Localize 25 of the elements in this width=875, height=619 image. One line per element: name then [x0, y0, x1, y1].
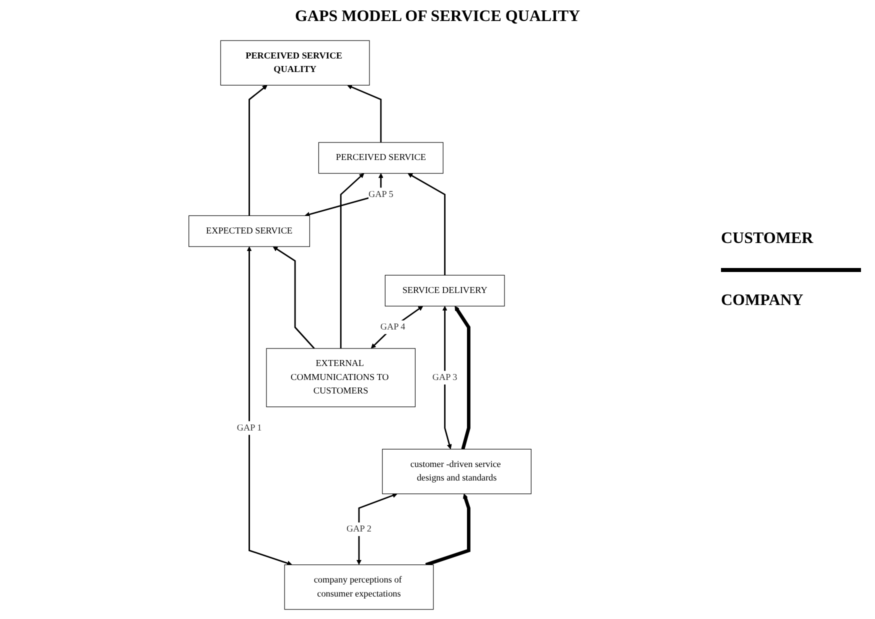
edge-label: GAP 1: [236, 422, 262, 433]
arrow: [248, 84, 268, 216]
diagram-title: GAPS MODEL OF SERVICE QUALITY: [294, 8, 582, 26]
node-box: customer -driven service designs and standards: [382, 448, 532, 494]
edge-label: GAP 3: [432, 372, 458, 382]
arrow: [454, 306, 470, 450]
side-label: COMPANY: [721, 292, 804, 310]
node-box: PERCEIVED SERVICE QUALITY: [220, 40, 370, 86]
node-box: EXPECTED SERVICE: [188, 215, 310, 247]
arrow: [246, 246, 292, 566]
node-box: PERCEIVED SERVICE: [318, 142, 444, 174]
arrow: [425, 494, 470, 566]
arrow: [370, 306, 424, 349]
arrow: [272, 246, 315, 349]
arrow: [442, 306, 452, 450]
arrow: [347, 84, 382, 142]
edge-label: GAP 4: [380, 322, 406, 332]
node-box: EXTERNAL COMMUNICATIONS TO CUSTOMERS: [266, 348, 416, 408]
side-label: CUSTOMER: [721, 230, 814, 248]
arrow: [408, 173, 446, 276]
arrow: [340, 173, 364, 348]
node-box: company perceptions of consumer expectations: [284, 564, 434, 610]
edge-label: GAP 5: [368, 189, 394, 200]
edge-label: GAP 2: [346, 524, 372, 534]
node-box: SERVICE DELIVERY: [384, 274, 505, 306]
